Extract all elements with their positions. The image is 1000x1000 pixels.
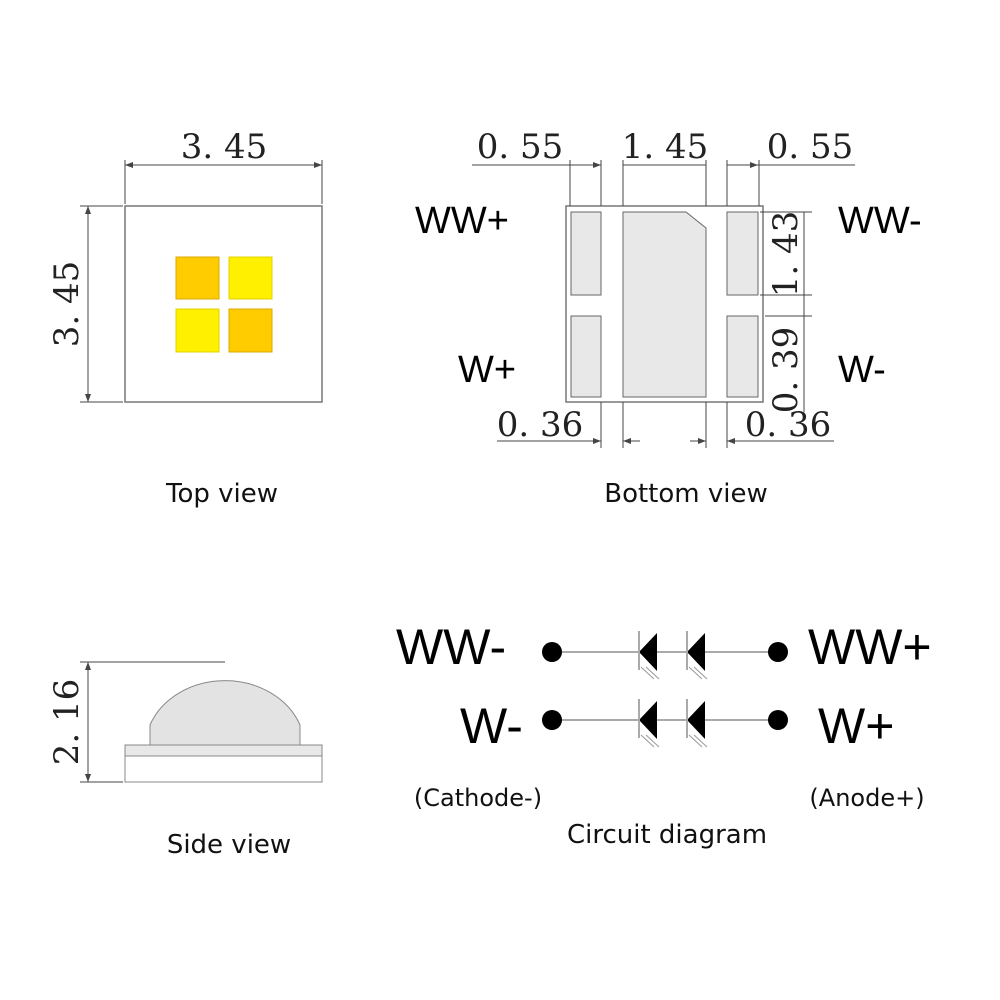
pad-ww-minus bbox=[726, 211, 759, 296]
left-pad-width-dimension: 0. 55 bbox=[477, 127, 564, 167]
height-dimension: 3. 45 bbox=[47, 261, 87, 348]
terminal-dot bbox=[542, 642, 562, 662]
width-dimension: 3. 45 bbox=[181, 127, 268, 167]
circuit-row-ww bbox=[542, 631, 788, 680]
center-pad-width-dimension: 1. 45 bbox=[622, 127, 709, 167]
pin-label-w-plus: W+ bbox=[458, 349, 516, 391]
substrate bbox=[124, 755, 323, 783]
right-gap-dimension: 0. 36 bbox=[745, 405, 832, 445]
thermal-pad bbox=[622, 211, 707, 398]
bottom-view-caption: Bottom view bbox=[604, 479, 768, 509]
label-w-plus: W+ bbox=[818, 698, 894, 754]
pad-w-plus bbox=[570, 315, 602, 398]
right-pad-width-dimension: 0. 55 bbox=[767, 127, 854, 167]
diode-icon bbox=[638, 631, 660, 680]
top-view: 3. 45 3. 45 Top view bbox=[47, 127, 323, 509]
bottom-view: 0. 55 1. 45 0. 55 1. 43 0. 39 0. 36 0. 3… bbox=[415, 127, 922, 509]
label-ww-minus: WW- bbox=[396, 619, 506, 675]
pad-w-minus bbox=[726, 315, 759, 398]
height-dimension: 2. 16 bbox=[47, 679, 87, 766]
circuit-row-w bbox=[542, 699, 788, 748]
diode-icon bbox=[686, 631, 708, 680]
diode-icon bbox=[638, 699, 660, 748]
pin-label-w-minus: W- bbox=[838, 349, 886, 391]
pad-ww-plus bbox=[570, 211, 602, 296]
pin-label-ww-minus: WW- bbox=[838, 200, 922, 242]
led-chip-cool bbox=[175, 308, 220, 353]
label-ww-plus: WW+ bbox=[808, 619, 932, 675]
led-chip-cool bbox=[228, 256, 273, 300]
terminal-dot bbox=[768, 642, 788, 662]
pad-height-dimension: 1. 43 bbox=[766, 211, 806, 298]
side-view-caption: Side view bbox=[167, 830, 291, 860]
package-outline bbox=[124, 205, 323, 403]
diode-icon bbox=[686, 699, 708, 748]
side-view: 2. 16 Side view bbox=[47, 661, 323, 860]
anode-label: (Anode+) bbox=[809, 784, 924, 812]
terminal-dot bbox=[768, 710, 788, 730]
pin-label-ww-plus: WW+ bbox=[415, 200, 509, 242]
led-chip-warm bbox=[228, 308, 273, 353]
terminal-dot bbox=[542, 710, 562, 730]
label-w-minus: W- bbox=[460, 698, 523, 754]
left-gap-dimension: 0. 36 bbox=[497, 405, 584, 445]
lens-dome bbox=[149, 680, 301, 746]
led-chip-warm bbox=[175, 256, 220, 300]
cathode-label: (Cathode-) bbox=[414, 784, 542, 812]
top-view-caption: Top view bbox=[165, 479, 278, 509]
substrate-top bbox=[124, 744, 323, 757]
circuit-diagram: WW- WW+ W- W+ (Cathode-) (Anode+) Circui… bbox=[396, 619, 932, 850]
pad-gap-dimension: 0. 39 bbox=[766, 327, 806, 414]
circuit-caption: Circuit diagram bbox=[567, 820, 767, 850]
